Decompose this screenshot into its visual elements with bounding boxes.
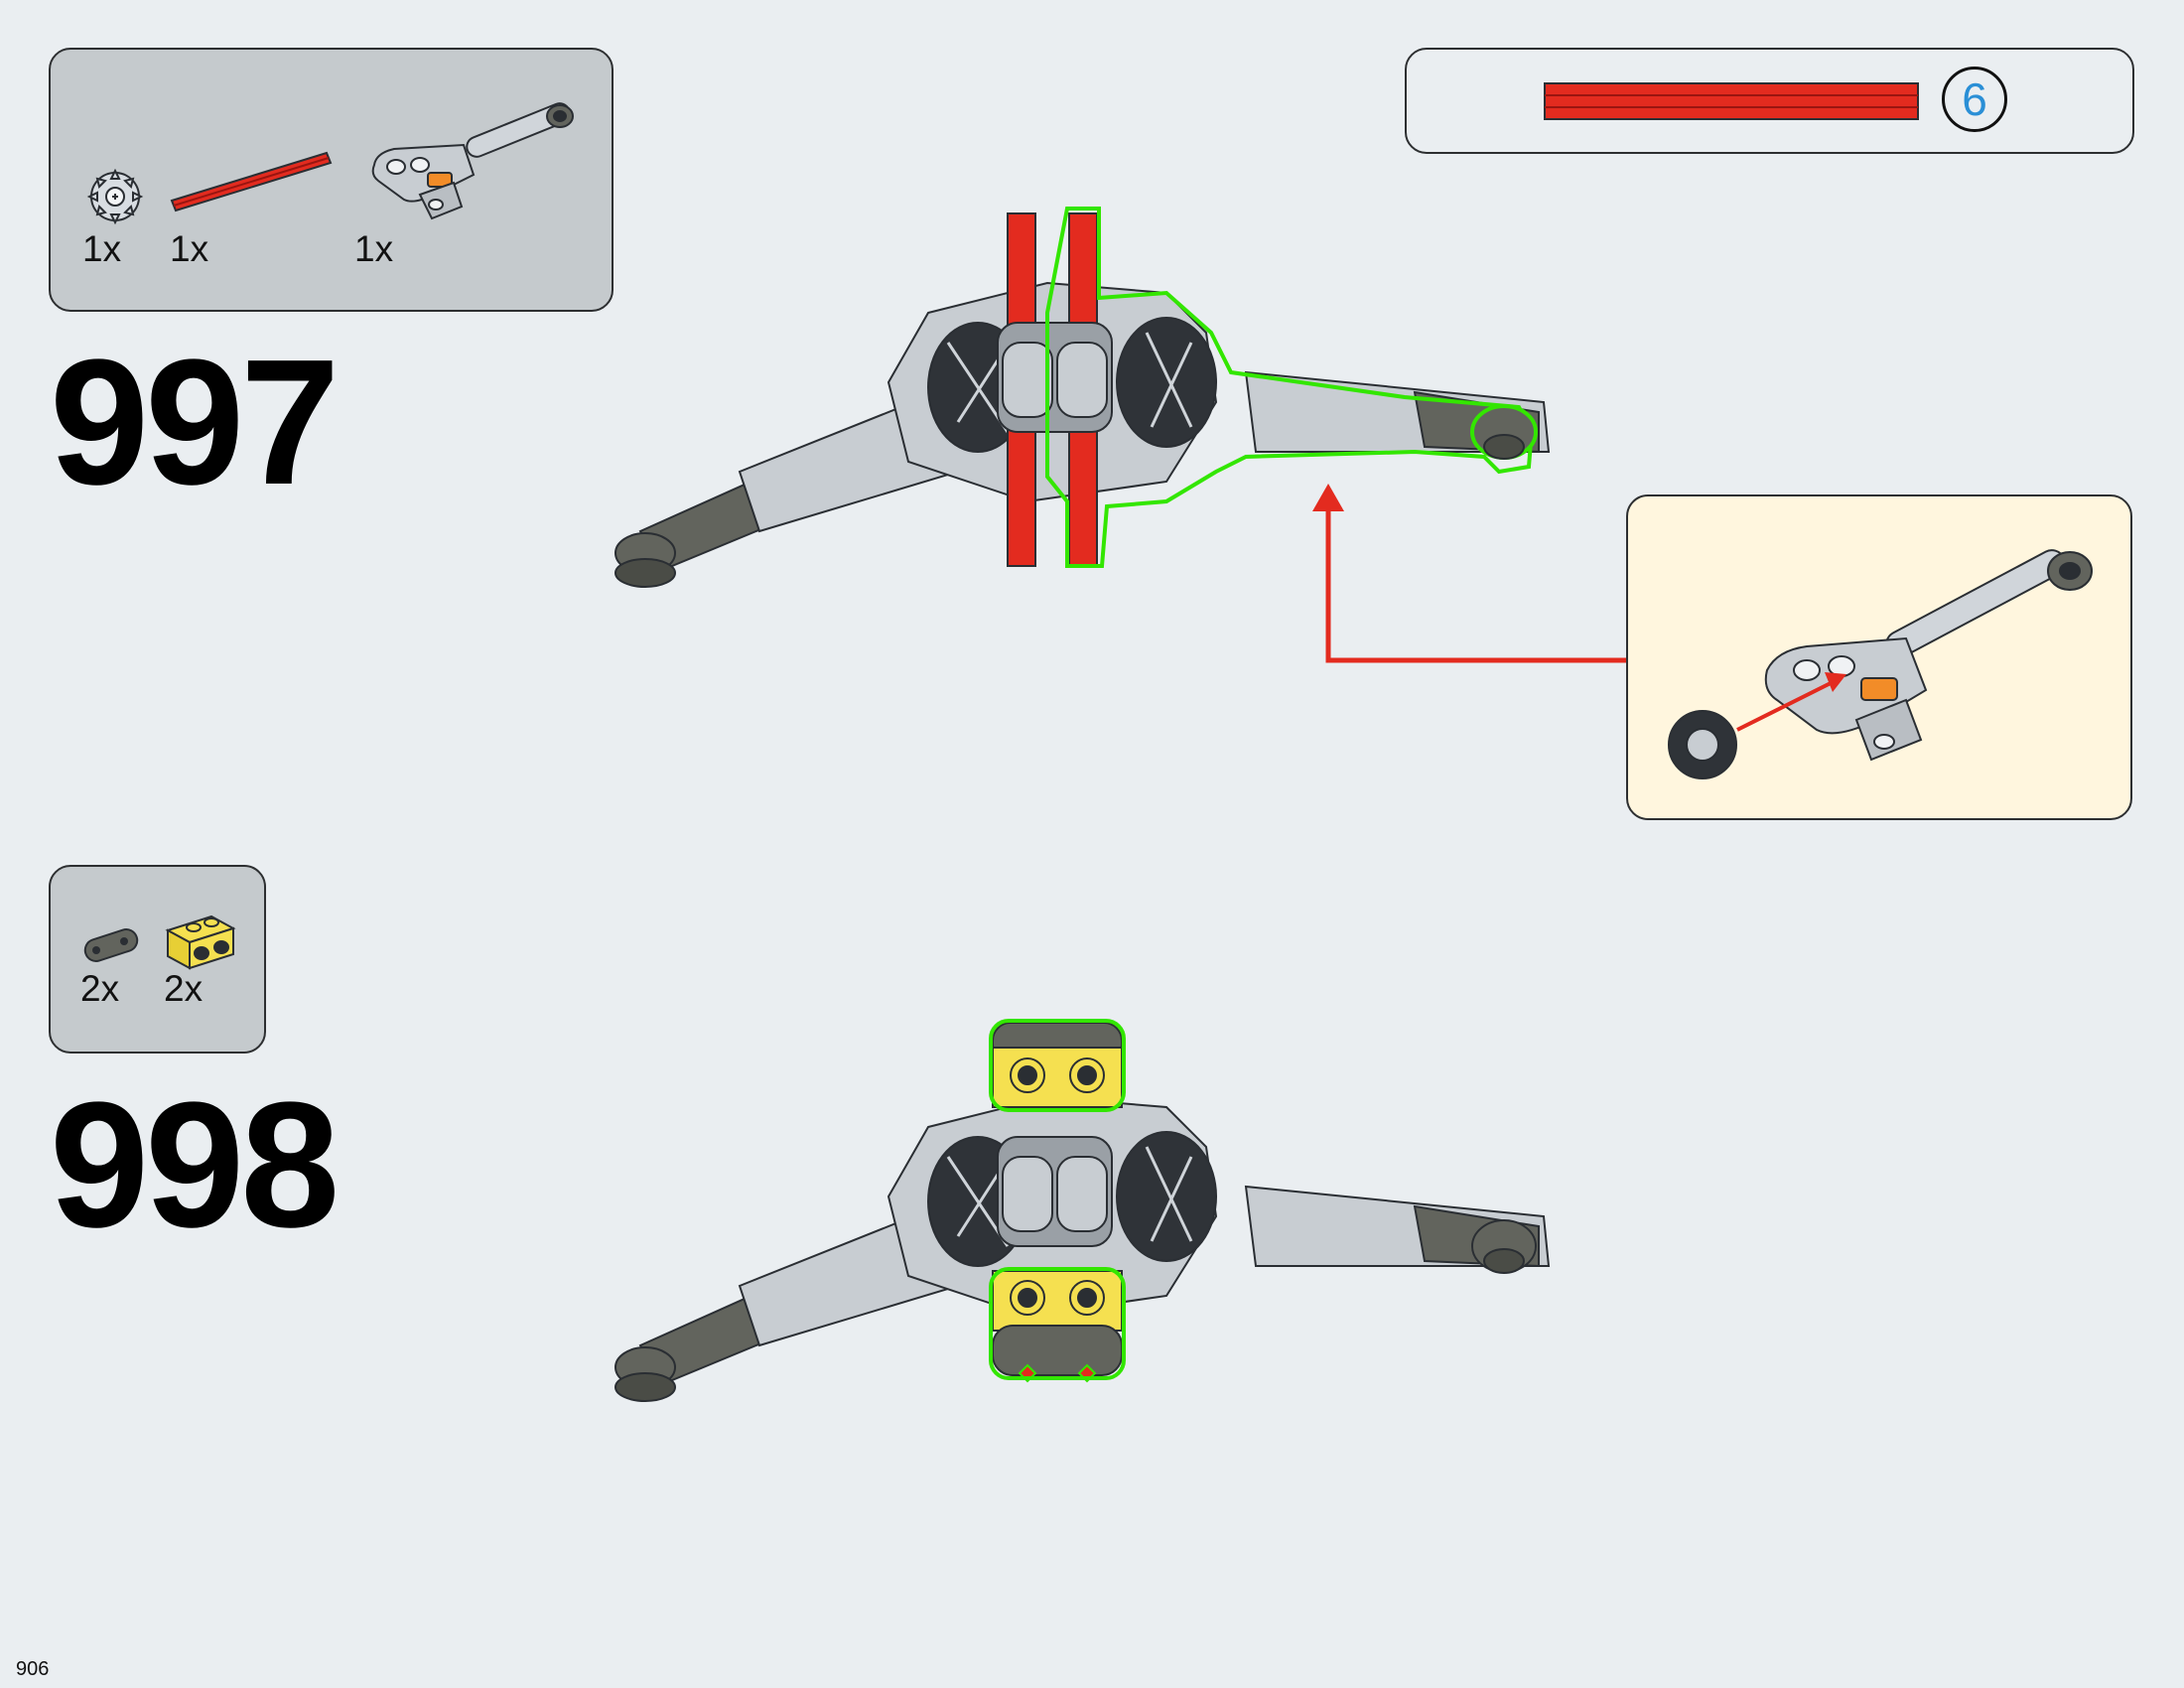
part-qty: 1x (82, 228, 122, 269)
parts-list-step-998: 2x 2x (49, 865, 266, 1054)
dark-gray-liftarm-icon (83, 928, 139, 962)
part-qty: 1x (354, 228, 394, 269)
assembly-model-step-997 (614, 207, 1551, 588)
part-qty: 2x (80, 968, 120, 1009)
yellow-technic-brick-icon (165, 914, 236, 970)
assembly-model-step-998 (614, 1019, 1551, 1402)
axle-length-value: 6 (1962, 73, 1987, 125)
parts-list-step-997: 1x 1x 1x (49, 48, 614, 312)
part-qty: 1x (170, 228, 209, 269)
insertion-arrow (1312, 484, 1628, 663)
red-axle-icon (1544, 82, 1919, 120)
step-number: 997 (50, 323, 340, 522)
red-axle-icon (170, 151, 333, 212)
part-qty: 2x (164, 968, 204, 1009)
gear-12-tooth-icon (86, 168, 144, 225)
page-number: 906 (16, 1658, 50, 1680)
axle-length-circle: 6 (1942, 67, 2007, 132)
step-number: 998 (50, 1065, 340, 1265)
liftarm-subassembly-icon (371, 102, 574, 220)
axle-length-reference: 6 (1405, 48, 2134, 154)
gear-liftarm-subassembly (1668, 549, 2093, 779)
subassembly-callout (1626, 494, 2132, 820)
